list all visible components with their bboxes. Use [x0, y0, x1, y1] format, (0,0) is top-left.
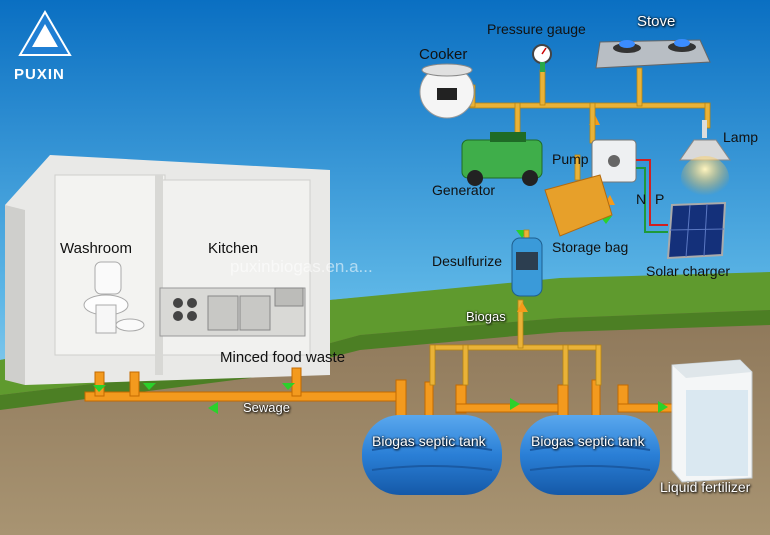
house: [5, 155, 330, 385]
label-lamp: Lamp: [723, 129, 759, 145]
biogas-septic-tank-2: [520, 415, 660, 495]
lamp: [679, 120, 731, 200]
label-n: N: [636, 191, 647, 207]
label-kitchen: Kitchen: [208, 240, 259, 257]
label-tank-1: Biogas septic tank: [372, 433, 486, 449]
brand-name: PUXIN: [14, 66, 65, 83]
toilet: [83, 261, 145, 334]
puxin-logo: [18, 10, 72, 56]
label-p: P: [655, 191, 665, 207]
flow-arrows: [93, 216, 668, 414]
label-desulfurize: Desulfurize: [432, 253, 503, 269]
label-biogas: Biogas: [466, 309, 506, 324]
label-generator: Generator: [432, 182, 496, 198]
power-wires: [636, 159, 668, 233]
liquid-fertilizer-tank: [671, 359, 753, 483]
pressure-gauge: [532, 44, 552, 72]
label-cooker: Cooker: [419, 46, 468, 63]
biogas-septic-tank-1: [362, 415, 502, 495]
storage-bag: [544, 174, 613, 237]
label-sewage: Sewage: [243, 400, 290, 415]
label-liquid-fertilizer: Liquid fertilizer: [660, 479, 751, 495]
generator: [461, 132, 543, 186]
label-solar-charger: Solar charger: [646, 263, 731, 279]
biogas-collection-pipe: [429, 299, 602, 386]
solar-panel: [666, 201, 727, 260]
label-pressure-gauge: Pressure gauge: [487, 21, 586, 37]
kitchen-counter: [159, 287, 306, 337]
label-stove: Stove: [637, 13, 676, 30]
stove: [595, 39, 711, 69]
label-pump: Pump: [552, 151, 589, 167]
cooker: [419, 63, 475, 119]
label-minced-food-waste: Minced food waste: [220, 349, 346, 366]
label-tank-2: Biogas septic tank: [531, 433, 645, 449]
desulfurizer: [511, 237, 543, 297]
watermark-text: puxinbiogas.en.a...: [230, 257, 373, 276]
label-washroom: Washroom: [60, 240, 132, 257]
label-storage-bag: Storage bag: [552, 239, 629, 255]
